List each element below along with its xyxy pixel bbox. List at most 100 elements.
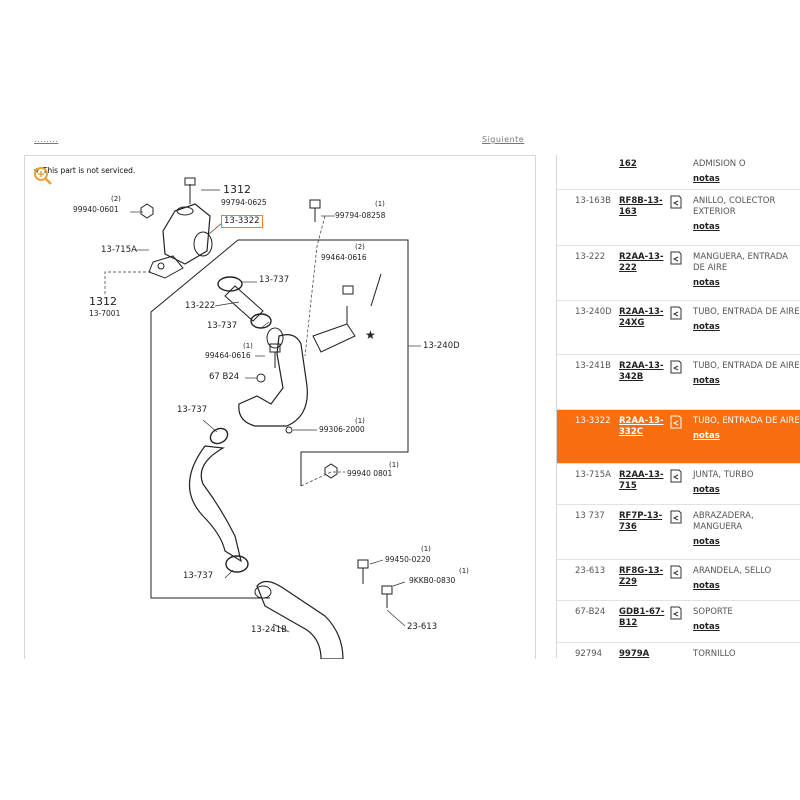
callout-99464-0616-top[interactable]: 99464-0616 (321, 253, 367, 262)
callout-1312-left[interactable]: 1312 (89, 295, 117, 308)
parts-row[interactable]: 13-715A R2AA-13-715 JUNTA, TURBO notas (557, 464, 800, 505)
add-to-cart-icon[interactable] (669, 305, 683, 321)
next-link[interactable]: Siguiente (482, 135, 525, 144)
part-description: TUBO, ENTRADA DE AIRE (693, 361, 800, 371)
ref-number: 13-163B (575, 196, 611, 206)
callout-13-7001[interactable]: 13-7001 (89, 309, 121, 318)
notes-link[interactable]: notas (693, 485, 720, 496)
parts-row[interactable]: 13-222 R2AA-13-222 MANGUERA, ENTRADA DE … (557, 246, 800, 301)
part-number-link[interactable]: RF8G-13-Z29 (619, 566, 664, 587)
notes-link[interactable]: notas (693, 431, 720, 442)
parts-row[interactable]: 92794 9979A TORNILLO (557, 643, 800, 658)
callout-13-222[interactable]: 13-222 (185, 301, 216, 311)
part-description: TORNILLO (693, 649, 736, 658)
parts-row[interactable]: 23-613 RF8G-13-Z29 ARANDELA, SELLO notas (557, 560, 800, 601)
part-number-link[interactable]: R2AA-13-715 (619, 470, 664, 491)
add-to-cart-icon[interactable] (669, 509, 683, 525)
ref-number (557, 155, 619, 189)
ref-number: 92794 (575, 649, 603, 658)
callout-13-241b[interactable]: 13-241B (251, 625, 287, 635)
parts-row[interactable]: 13-241B R2AA-13-342B TUBO, ENTRADA DE AI… (557, 355, 800, 410)
qty-label: (2) (355, 243, 365, 251)
qty-label: (1) (421, 545, 431, 553)
part-number-link[interactable]: RF8B-13-163 (619, 196, 663, 217)
part-number-link[interactable]: R2AA-13-332C (619, 416, 664, 437)
subassembly-outline (150, 239, 270, 599)
parts-row-selected[interactable]: 13-3322 R2AA-13-332C TUBO, ENTRADA DE AI… (557, 410, 800, 464)
callout-13-3322[interactable]: 13-3322 (221, 215, 263, 228)
callout-1312-top[interactable]: 1312 (223, 183, 251, 196)
callout-13-240d[interactable]: 13-240D (423, 341, 460, 351)
callout-13-737-b[interactable]: 13-737 (207, 321, 238, 331)
add-to-cart-icon[interactable] (669, 194, 683, 210)
notes-link[interactable]: notas (693, 322, 720, 333)
part-number-link[interactable]: R2AA-13-342B (619, 361, 664, 382)
add-to-cart-icon[interactable] (669, 468, 683, 484)
add-to-cart-icon[interactable] (669, 414, 683, 430)
back-link[interactable]: ........ (34, 135, 59, 144)
notice-text: This part is not serviced. (42, 166, 136, 175)
callout-99306-2000[interactable]: 99306-2000 (319, 425, 365, 434)
callout-99794-08258[interactable]: 99794-08258 (335, 211, 386, 220)
parts-row[interactable]: 162 ADMISION O notas (557, 155, 800, 190)
qty-label: (1) (375, 200, 385, 208)
part-description: ANILLO, COLECTOR EXTERIOR (693, 196, 776, 218)
zoom-icon[interactable] (33, 166, 53, 186)
part-number-link[interactable]: RF7P-13-736 (619, 511, 663, 532)
part-description: TUBO, ENTRADA DE AIRE (693, 416, 800, 426)
part-description: SOPORTE (693, 607, 733, 617)
callout-99450-0220[interactable]: 99450-0220 (385, 555, 431, 564)
notes-link[interactable]: notas (693, 174, 720, 185)
callout-13-737-c[interactable]: 13-737 (177, 405, 208, 415)
add-to-cart-icon[interactable] (669, 250, 683, 266)
callout-13-715a[interactable]: 13-715A (101, 245, 137, 255)
notes-link[interactable]: notas (693, 222, 720, 233)
parts-row[interactable]: 13-240D R2AA-13-24XG TUBO, ENTRADA DE AI… (557, 301, 800, 355)
callout-99464-0616[interactable]: 99464-0616 (205, 351, 251, 360)
part-description: MANGUERA, ENTRADA DE AIRE (693, 252, 788, 274)
part-number-link[interactable]: 162 (619, 159, 637, 169)
part-description: JUNTA, TURBO (693, 470, 754, 480)
callout-67-b24[interactable]: 67 B24 (209, 372, 240, 382)
ref-number: 13-240D (575, 307, 612, 317)
ref-number: 13-241B (575, 361, 611, 371)
part-number-link[interactable]: R2AA-13-24XG (619, 307, 664, 328)
qty-label: (1) (459, 567, 469, 575)
callout-13-737-d[interactable]: 13-737 (183, 571, 214, 581)
parts-row[interactable]: 67-B24 GDB1-67-B12 SOPORTE notas (557, 601, 800, 643)
callout-99940-0801[interactable]: 99940 0801 (347, 469, 393, 478)
callout-13-737-a[interactable]: 13-737 (259, 275, 290, 285)
parts-row[interactable]: 13-163B RF8B-13-163 ANILLO, COLECTOR EXT… (557, 190, 800, 246)
callout-23-613[interactable]: 23-613 (407, 622, 438, 632)
diagram-drawing: ★ (104, 177, 421, 659)
callout-9kkb0-0830[interactable]: 9KKB0-0830 (409, 576, 456, 585)
parts-row[interactable]: 13 737 RF7P-13-736 ABRAZADERA, MANGUERA n… (557, 505, 800, 560)
notes-link[interactable]: notas (693, 376, 720, 387)
ref-number: 13-715A (575, 470, 611, 480)
qty-label: (1) (243, 342, 253, 350)
not-serviced-notice: ★ This part is not serviced. (33, 166, 136, 185)
part-number-link[interactable]: 9979A (619, 649, 650, 658)
part-number-link[interactable]: R2AA-13-222 (619, 252, 664, 273)
parts-diagram: ★ (24, 155, 536, 659)
callout-99940-0601[interactable]: 99940-0601 (73, 205, 119, 214)
part-description: ABRAZADERA, MANGUERA (693, 511, 754, 533)
add-to-cart-icon[interactable] (669, 359, 683, 375)
notes-link[interactable]: notas (693, 581, 720, 592)
ref-number: 13 737 (575, 511, 605, 521)
notes-link[interactable]: notas (693, 537, 720, 548)
ref-number: 23-613 (575, 566, 606, 576)
add-to-cart-icon[interactable] (669, 605, 683, 621)
notes-link[interactable]: notas (693, 278, 720, 289)
part-number-link[interactable]: GDB1-67-B12 (619, 607, 665, 628)
notes-link[interactable]: notas (693, 622, 720, 633)
ref-number: 67-B24 (575, 607, 606, 617)
callout-99794-0625[interactable]: 99794-0625 (221, 198, 267, 207)
add-to-cart-icon[interactable] (669, 564, 683, 580)
part-description: ARANDELA, SELLO (693, 566, 772, 576)
parts-list: 162 ADMISION O notas 13-163B RF8B-13-163 … (556, 155, 800, 658)
qty-label: (1) (389, 461, 399, 469)
qty-label: (2) (111, 195, 121, 203)
part-description: ADMISION O (693, 159, 746, 169)
svg-text:★: ★ (365, 328, 376, 342)
